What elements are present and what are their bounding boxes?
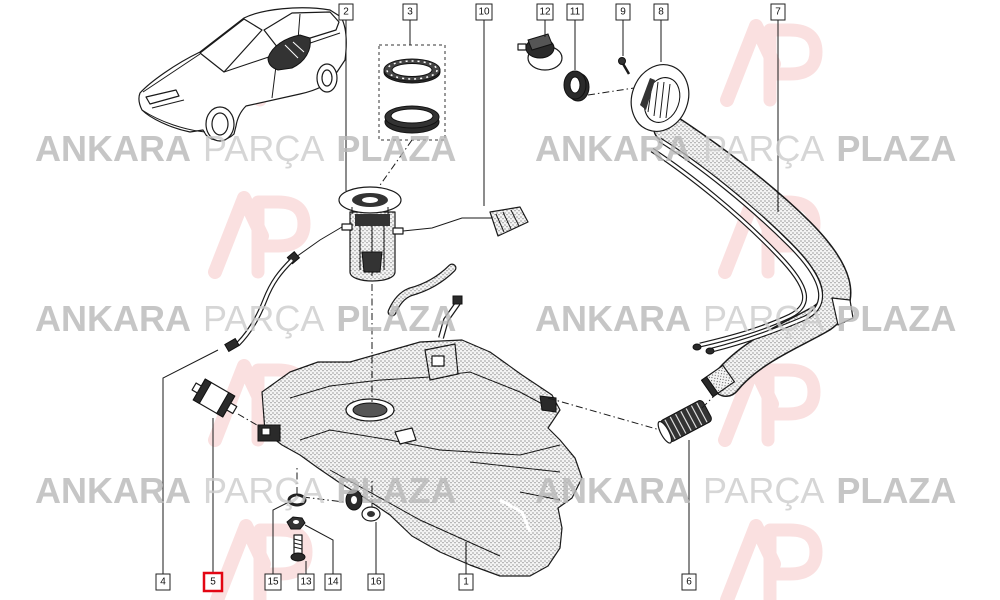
callout-14: 14 (324, 573, 342, 591)
watermark-logo (727, 26, 816, 100)
callout-6: 6 (681, 573, 697, 591)
fuel-pump (338, 186, 404, 282)
callout-label: 5 (210, 577, 216, 588)
callout-label: 10 (478, 7, 490, 18)
callout-2: 2 (338, 3, 354, 21)
washer (287, 493, 307, 507)
callout-9: 9 (615, 3, 631, 21)
callout-3: 3 (402, 3, 418, 21)
car-fuel-tank-highlight (267, 34, 311, 71)
callout-label: 1 (463, 577, 469, 588)
callout-label: 15 (267, 577, 279, 588)
filler-neck (650, 113, 854, 398)
callout-label: 12 (539, 7, 551, 18)
callout-12: 12 (536, 3, 554, 21)
lock-ring-and-seal-kit (378, 44, 446, 141)
callout-13: 13 (297, 573, 315, 591)
screw (618, 57, 631, 75)
callout-7: 7 (770, 3, 786, 21)
callout-11: 11 (566, 3, 584, 21)
callout-label: 2 (343, 7, 349, 18)
lock-ring (383, 58, 441, 84)
callout-5: 5 (202, 571, 224, 593)
callout-label: 4 (160, 577, 166, 588)
callout-label: 6 (686, 577, 692, 588)
car-illustration (138, 7, 347, 142)
callout-16: 16 (367, 573, 385, 591)
callout-1: 1 (458, 573, 474, 591)
callout-10: 10 (475, 3, 493, 21)
vent-pipe (438, 295, 463, 339)
filler-flange (630, 64, 690, 132)
callout-label: 3 (407, 7, 413, 18)
callout-4: 4 (155, 573, 171, 591)
callouts-bottom: 4 5 15 13 14 16 1 6 (155, 571, 697, 593)
callout-label: 16 (370, 577, 382, 588)
watermark-logo (217, 526, 306, 600)
nut (286, 516, 306, 530)
callout-15: 15 (264, 573, 282, 591)
callout-label: 11 (570, 7, 581, 18)
callout-label: 14 (327, 577, 339, 588)
breather-hose (387, 263, 457, 317)
leader-lines (162, 20, 779, 574)
mounting-clip (345, 489, 381, 522)
callout-label: 13 (300, 577, 312, 588)
filler-seal-ring (563, 70, 590, 102)
callout-label: 7 (775, 7, 781, 18)
fuel-filter (191, 378, 238, 418)
callouts-top: 2 3 10 12 11 9 8 7 (338, 3, 786, 21)
pump-seal (384, 105, 440, 134)
callout-label: 8 (658, 7, 664, 18)
fuel-tank (257, 339, 583, 577)
fuel-pipe (224, 258, 294, 353)
pump-wiring-connector (489, 206, 529, 237)
bolt (290, 534, 306, 562)
callout-label: 9 (620, 7, 626, 18)
filler-cap (517, 33, 563, 71)
filler-bellows (657, 400, 712, 444)
watermark-logo (727, 526, 816, 600)
callout-8: 8 (653, 3, 669, 21)
